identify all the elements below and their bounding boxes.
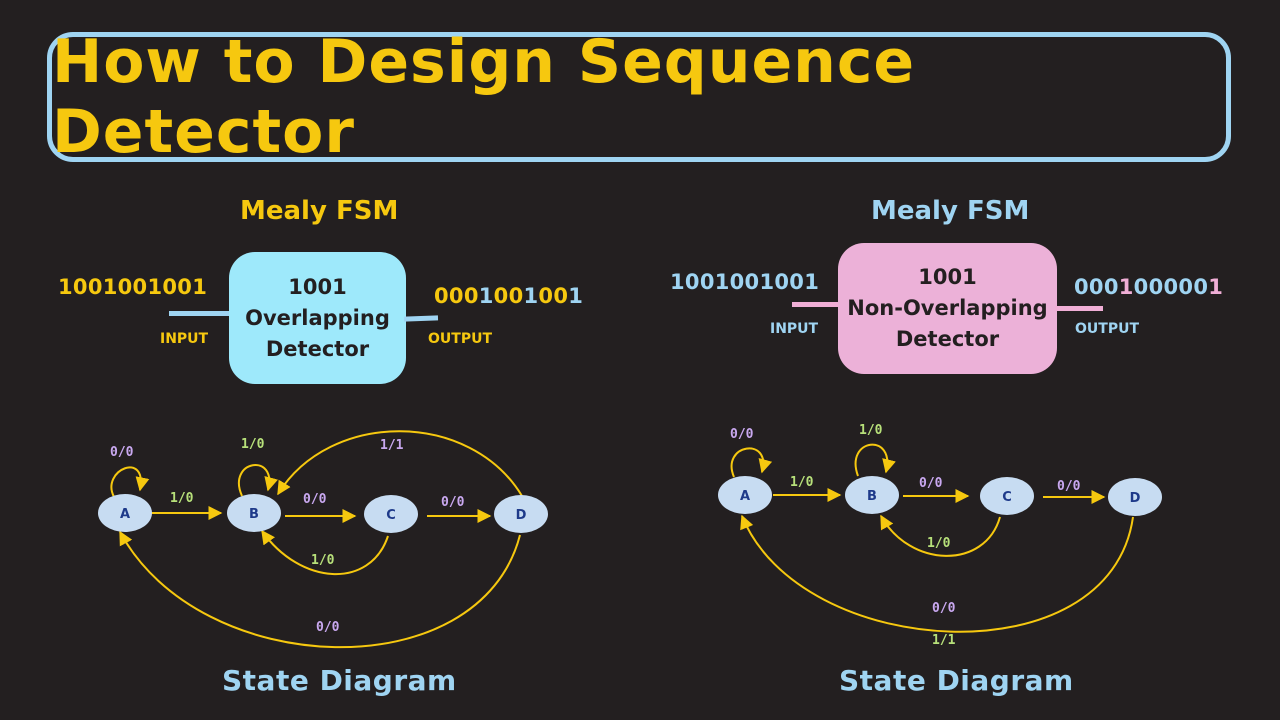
right-state-a-label: A (740, 489, 750, 504)
right-label-d-a-0: 0/0 (932, 601, 956, 616)
right-output-bits-seg-1: 000 (1074, 275, 1119, 299)
left-state-c (364, 495, 418, 533)
left-output-bits: 0001001001 (434, 284, 583, 308)
right-block-line-1: 1001 (918, 265, 977, 289)
right-output-line (1055, 306, 1103, 311)
left-edge-d-a (119, 530, 521, 649)
right-state-c-label: C (1002, 490, 1012, 505)
left-label-d-a: 0/0 (316, 620, 340, 635)
left-output-bits-seg-1: 000 (434, 284, 479, 308)
left-state-a-label: A (120, 507, 130, 522)
right-state-c (980, 477, 1034, 515)
right-state-d (1108, 478, 1162, 516)
right-state-a (718, 476, 772, 514)
right-detector-block: 1001 Non-Overlapping Detector (838, 243, 1057, 374)
right-output-bits-seg-2: 1 (1118, 275, 1134, 299)
left-input-line (169, 311, 231, 316)
right-label-d-a-1: 1/1 (932, 633, 956, 648)
left-label-c-b: 1/0 (311, 553, 335, 568)
right-fsm-label: Mealy FSM (871, 196, 1030, 226)
right-label-b-self: 1/0 (859, 423, 883, 438)
right-output-label: OUTPUT (1075, 321, 1139, 337)
right-output-bits: 0001000001 (1074, 275, 1223, 299)
right-input-label: INPUT (770, 321, 819, 337)
left-state-d (494, 495, 548, 533)
left-output-label: OUTPUT (428, 331, 492, 347)
left-block-line-3: Detector (265, 336, 370, 361)
right-state-diagram-caption: State Diagram (839, 664, 1074, 697)
left-output-bits-seg-6: 1 (568, 284, 584, 308)
left-state-c-label: C (386, 508, 396, 523)
left-input-bits: 1001001001 (58, 275, 208, 299)
right-block-line-3: Detector (895, 327, 1000, 351)
left-edge-d-b (277, 430, 523, 497)
right-label-a-b: 1/0 (790, 475, 814, 490)
left-edge-c-b (261, 529, 389, 575)
right-block-line-2: Non-Overlapping (847, 296, 1048, 320)
left-label-b-c: 0/0 (303, 492, 327, 507)
left-detector-block: 1001 Overlapping Detector (229, 252, 406, 384)
left-block-line-1: 1001 (288, 274, 347, 299)
right-label-c-b: 1/0 (927, 536, 951, 551)
right-edge-a-self (730, 447, 773, 478)
left-output-bits-seg-3: 00 (493, 284, 524, 308)
left-input-label: INPUT (160, 331, 209, 347)
left-edge-a-self (110, 466, 150, 498)
right-state-b (845, 476, 899, 514)
left-output-bits-seg-2: 1 (478, 284, 494, 308)
right-input-line (792, 302, 840, 307)
left-label-c-d: 0/0 (441, 495, 465, 510)
left-fsm-label: Mealy FSM (240, 196, 399, 226)
right-edge-c-b (880, 514, 1001, 557)
right-label-a-self: 0/0 (730, 427, 754, 442)
left-edge-b-self (238, 464, 278, 497)
left-block-line-2: Overlapping (245, 305, 390, 330)
right-state-b-label: B (867, 489, 877, 504)
left-output-bits-seg-4: 1 (523, 284, 539, 308)
left-state-diagram-caption: State Diagram (222, 664, 457, 697)
left-output-bits-seg-5: 00 (538, 284, 569, 308)
page-title: How to Design Sequence Detector (52, 27, 916, 167)
right-label-c-d: 0/0 (1057, 479, 1081, 494)
left-state-d-label: D (516, 508, 527, 523)
left-label-a-self: 0/0 (110, 445, 134, 460)
right-state-d-label: D (1130, 491, 1141, 506)
right-output-bits-seg-3: 00000 (1133, 275, 1209, 299)
right-label-b-c: 0/0 (919, 476, 943, 491)
right-output-bits-seg-4: 1 (1208, 275, 1224, 299)
left-label-b-self: 1/0 (241, 437, 265, 452)
left-state-a (98, 494, 152, 532)
right-input-bits: 1001001001 (670, 270, 820, 294)
left-state-b (227, 494, 281, 532)
title-banner: How to Design Sequence Detector (47, 27, 1231, 167)
left-label-d-b: 1/1 (380, 438, 404, 453)
left-label-a-b: 1/0 (170, 491, 194, 506)
right-edge-b-self (854, 443, 896, 477)
left-state-b-label: B (249, 507, 259, 522)
right-edge-d-a (740, 514, 1134, 633)
